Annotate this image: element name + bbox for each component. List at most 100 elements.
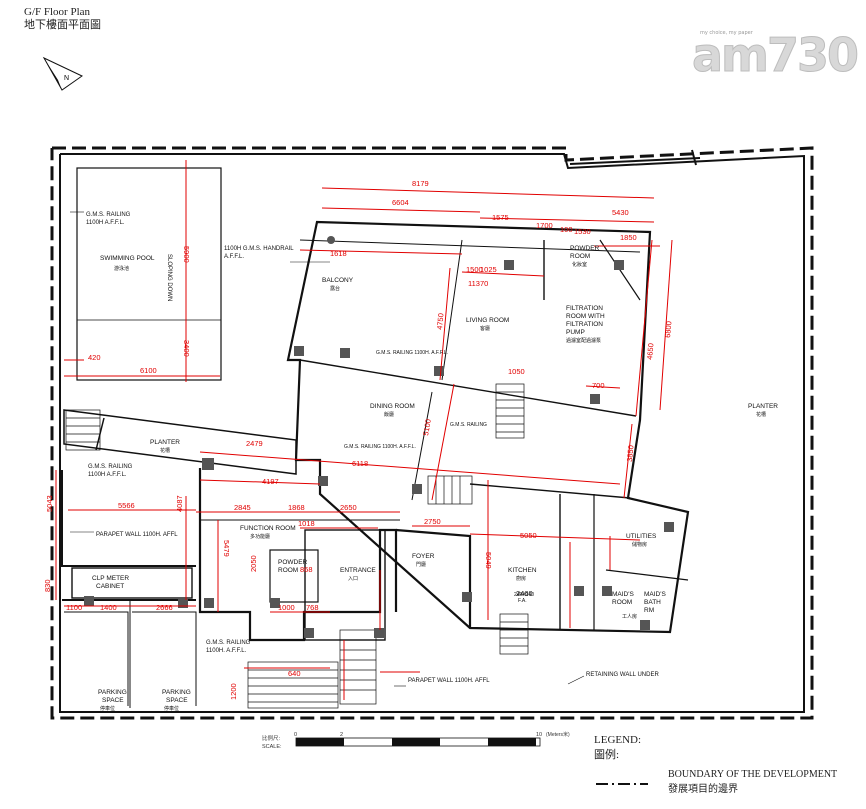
dim-1000: 1000 xyxy=(278,603,295,612)
site-wall xyxy=(59,149,805,713)
filtration-4: PUMP xyxy=(566,329,585,336)
filtration-2: ROOM WITH xyxy=(566,313,605,320)
entrance-zh: 入口 xyxy=(348,576,358,582)
dim-8179: 8179 xyxy=(412,179,429,188)
dim-6118: 6118 xyxy=(352,459,368,468)
legend-boundary-zh: 發展項目的邊界 xyxy=(668,784,738,795)
note-gms-railing-bottom: G.M.S. RAILING xyxy=(206,640,251,646)
note-fa-label: F.A. xyxy=(518,598,527,604)
maids-room-1: MAID'S xyxy=(612,591,634,598)
dining-room-label-zh: 飯廳 xyxy=(384,411,394,418)
dim-5900: 5900 xyxy=(182,246,191,263)
planter-left-label: PLANTER xyxy=(150,439,180,446)
note-gms-railing-left: G.M.S. RAILING xyxy=(88,464,133,470)
note-parapet-bottom: PARAPET WALL 1100H. AFFL xyxy=(408,678,490,684)
note-parapet-left: PARAPET WALL 1100H. AFFL xyxy=(96,532,178,538)
dim-6100: 6100 xyxy=(140,366,157,375)
scale-label-en: SCALE: xyxy=(262,744,282,750)
dimension-lines xyxy=(55,160,673,700)
dim-1025: 1025 xyxy=(480,265,497,274)
function-room-label: FUNCTION ROOM xyxy=(240,525,296,532)
clp-meter-2: CABINET xyxy=(96,583,124,590)
dim-1700: 1700 xyxy=(536,221,553,230)
dim-2845: 2845 xyxy=(234,503,251,512)
dim-768: 768 xyxy=(306,603,319,612)
dim-1575: 1575 xyxy=(492,213,509,222)
note-gms-railing-stair: G.M.S. RAILING xyxy=(450,422,487,428)
dim-3850: 3850 xyxy=(625,445,635,462)
dim-6800: 6800 xyxy=(663,321,673,338)
pool-label-zh: 游泳池 xyxy=(114,265,129,272)
maids-room-zh: 工人房 xyxy=(622,613,637,620)
dim-1850: 1850 xyxy=(620,233,637,242)
development-boundary xyxy=(50,146,814,720)
balcony-label: BALCONY xyxy=(322,277,354,284)
maids-bath-2: BATH xyxy=(644,599,661,606)
pool-label: SWIMMING POOL xyxy=(100,255,155,262)
kitchen-label: KITCHEN xyxy=(508,567,537,574)
powder-room-top-zh: 化妝室 xyxy=(572,261,587,268)
note-retaining-wall: RETAINING WALL UNDER xyxy=(586,672,659,678)
scale-tick-2: 2 xyxy=(340,732,343,738)
powder-room-bottom-1: POWDER xyxy=(278,559,308,566)
parking-2-a: PARKING xyxy=(162,689,191,696)
plan-title-zh: 地下樓面平面圖 xyxy=(24,19,101,31)
foyer-label: FOYER xyxy=(412,553,435,560)
maids-room-2: ROOM xyxy=(612,599,632,606)
planter-right-zh: 花槽 xyxy=(756,411,766,418)
note-gms-railing-bottom-2: 1100H. A.F.F.L. xyxy=(206,648,247,654)
dim-1500: 1500 xyxy=(466,265,483,274)
living-room-label-zh: 客廳 xyxy=(480,325,490,332)
dim-5430: 5430 xyxy=(612,208,629,217)
maids-bath-1: MAID'S xyxy=(644,591,666,598)
sloping-down-label: SLOPING DOWN xyxy=(166,254,172,301)
dim-4750: 4750 xyxy=(435,313,445,330)
dim-700: 700 xyxy=(592,381,605,390)
note-gms-railing-left-2: 1100H A.F.F.L. xyxy=(88,472,127,478)
scale-unit: (Meters米) xyxy=(546,731,570,738)
function-room-zh: 多功能廳 xyxy=(250,533,270,540)
scale-bar: 比例尺: SCALE: 0 2 10 (Meters米) xyxy=(262,731,570,750)
dim-6604: 6604 xyxy=(392,198,409,207)
dim-5049: 5049 xyxy=(484,552,493,569)
scale-tick-0: 0 xyxy=(294,732,297,738)
left-wing xyxy=(61,470,197,708)
kitchen-zh: 廚房 xyxy=(516,575,526,582)
parking-1-b: SPACE xyxy=(102,697,124,704)
note-gms-railing-pool: G.M.S. RAILING xyxy=(86,212,131,218)
planter-left-zh: 花槽 xyxy=(160,447,170,454)
dim-5050: 5050 xyxy=(520,531,537,540)
note-handrail-2: A.F.F.L. xyxy=(224,254,244,260)
dim-4087: 4087 xyxy=(175,495,184,512)
dim-868: 868 xyxy=(300,565,313,574)
parking-1-a: PARKING xyxy=(98,689,127,696)
dim-1618: 1618 xyxy=(330,249,347,258)
dim-5566: 5566 xyxy=(118,501,135,510)
maids-bath-3: RM xyxy=(644,607,654,614)
dim-5043: 5043 xyxy=(45,495,54,512)
parking-1-zh: 停車位 xyxy=(100,705,115,712)
scale-label-zh: 比例尺: xyxy=(262,734,281,742)
dim-2460: 2460 xyxy=(516,589,533,598)
dim-1050: 1050 xyxy=(508,367,525,376)
dim-2050: 2050 xyxy=(249,555,258,572)
dim-1400: 1400 xyxy=(100,603,117,612)
legend-boundary-en: BOUNDARY OF THE DEVELOPMENT xyxy=(668,769,838,780)
dim-1530: 1530 xyxy=(574,227,591,236)
legend-title-en: LEGEND: xyxy=(594,734,642,746)
parking-2-b: SPACE xyxy=(166,697,188,704)
filtration-3: FILTRATION xyxy=(566,321,603,328)
dim-1100: 1100 xyxy=(66,603,82,612)
powder-room-bottom-2: ROOM xyxy=(278,567,298,574)
note-gms-railing-pool-2: 1100H A.F.F.L. xyxy=(86,220,125,226)
structural-columns xyxy=(84,236,674,638)
powder-room-top-1: POWDER xyxy=(570,245,600,252)
dim-100: 100 xyxy=(560,225,573,234)
north-arrow-icon: N xyxy=(42,56,83,91)
dining-room-label: DINING ROOM xyxy=(370,403,415,410)
watermark-logo: am730 xyxy=(692,28,860,83)
dim-1200: 1200 xyxy=(229,683,238,700)
parking-2-zh: 停車位 xyxy=(164,705,179,712)
